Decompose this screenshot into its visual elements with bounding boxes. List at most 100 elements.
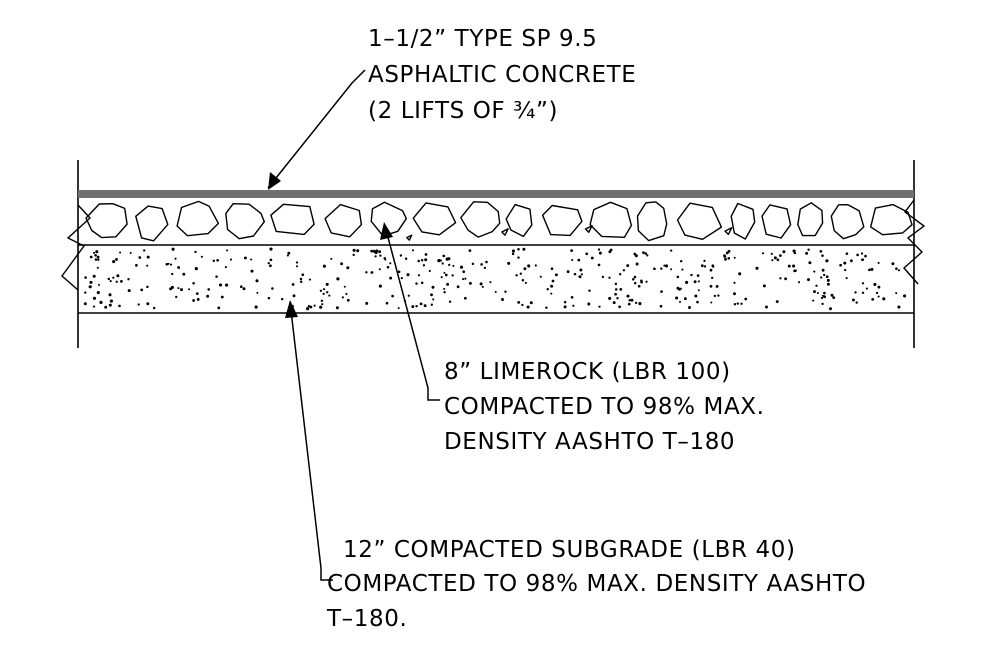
subgrade-stipple-dot xyxy=(843,261,847,265)
subgrade-stipple-dot xyxy=(254,305,258,309)
subgrade-stipple-dot xyxy=(761,252,765,255)
rock-hatch-shape xyxy=(830,203,865,240)
subgrade-stipple-dot xyxy=(733,303,737,306)
subgrade-stipple-dot xyxy=(271,287,274,290)
rock-hatch-shape xyxy=(85,202,128,239)
subgrade-stipple-dot xyxy=(521,278,525,282)
subgrade-stipple-dot xyxy=(443,287,446,290)
subgrade-stipple-dot xyxy=(88,285,92,289)
subgrade-stipple-dot xyxy=(733,281,736,284)
subgrade-stipple-dot xyxy=(590,256,594,260)
subgrade-stipple-dot xyxy=(829,307,832,311)
subgrade-stipple-dot xyxy=(725,251,729,255)
subgrade-stipple-dot xyxy=(813,290,816,294)
subgrade-stipple-dot xyxy=(861,282,865,285)
subgrade-stipple-dot xyxy=(400,276,403,280)
subgrade-stipple-dot xyxy=(127,289,131,293)
subgrade-stipple-dot xyxy=(632,278,635,281)
subgrade-stipple-dot xyxy=(805,251,809,255)
subgrade-stipple-dot xyxy=(738,272,742,276)
subgrade-stipple-dot xyxy=(440,276,443,279)
subgrade-stipple-dot xyxy=(619,273,622,276)
subgrade-stipple-dot xyxy=(140,288,144,292)
subgrade-stipple-dot xyxy=(511,252,515,256)
subgrade-stipple-dot xyxy=(170,285,174,289)
subgrade-stipple-dot xyxy=(825,275,829,279)
subgrade-stipple-dot xyxy=(352,248,356,252)
subgrade-stipple-dot xyxy=(292,294,296,298)
rock-hatch-shape xyxy=(676,202,723,241)
subgrade-stipple-dot xyxy=(877,285,881,289)
subgrade-stipple-dot xyxy=(404,257,408,261)
subgrade-stipple-dot xyxy=(195,292,199,295)
rock-chip-shape xyxy=(406,234,413,241)
subgrade-stipple-dot xyxy=(571,258,574,262)
subgrade-stipple-dot xyxy=(717,294,720,297)
subgrade-stipple-dot xyxy=(389,262,392,265)
subgrade-stipple-dot xyxy=(816,291,819,295)
subgrade-stipple-dot xyxy=(598,251,602,255)
subgrade-stipple-dot xyxy=(765,305,768,309)
right-break-line xyxy=(903,199,926,285)
subgrade-stipple-dot xyxy=(526,305,530,309)
subgrade-stipple-dot xyxy=(877,261,880,264)
subgrade-stipple-dot xyxy=(295,261,299,264)
subgrade-stipple-dot xyxy=(616,296,619,300)
subgrade-stipple-dot xyxy=(850,259,853,263)
subgrade-stipple-dot xyxy=(343,285,346,288)
subgrade-stipple-dot xyxy=(633,275,637,279)
subgrade-stipple-dot xyxy=(430,293,433,297)
subgrade-stipple-dot xyxy=(146,302,150,306)
rock-hatch-shape xyxy=(460,201,501,238)
subgrade-stipple-dot xyxy=(551,279,555,283)
rock-chip-shape xyxy=(501,228,509,236)
subgrade-stipple-dot xyxy=(118,304,121,308)
subgrade-label: 12” COMPACTED SUBGRADE (LBR 40) COMPACTE… xyxy=(326,537,866,632)
subgrade-stipple-dot xyxy=(895,267,898,270)
subgrade-stipple-dot xyxy=(200,255,203,258)
subgrade-stipple-dot xyxy=(250,269,254,273)
subgrade-stipple-dot xyxy=(397,307,400,310)
subgrade-stipple-dot xyxy=(578,275,582,279)
subgrade-stipple-dot xyxy=(630,298,634,302)
subgrade-stipple-dot xyxy=(855,301,858,304)
subgrade-stipple-dot xyxy=(175,295,178,299)
subgrade-stipple-dot xyxy=(415,304,418,308)
subgrade-stipple-dot xyxy=(678,300,682,303)
limerock-label: 8” LIMEROCK (LBR 100) COMPACTED TO 98% M… xyxy=(444,359,764,455)
subgrade-stipple-dot xyxy=(494,290,497,293)
subgrade-stipple-dot xyxy=(819,250,823,253)
subgrade-stipple-dot xyxy=(507,261,511,265)
subgrade-stipple-dot xyxy=(670,268,673,271)
subgrade-stipple-dot xyxy=(146,255,150,259)
subgrade-stipple-dot xyxy=(517,256,520,259)
subgrade-stipple-dot xyxy=(832,296,836,300)
subgrade-stipple-dot xyxy=(821,302,824,306)
subgrade-stipple-dot xyxy=(295,265,299,268)
subgrade-stipple-dot xyxy=(724,257,727,261)
limerock-leader xyxy=(380,222,440,401)
subgrade-stipple-dot xyxy=(267,296,271,300)
subgrade-stipple-dot xyxy=(255,279,259,283)
rock-hatch-shape xyxy=(505,203,533,238)
subgrade-stipple-dot xyxy=(727,256,731,260)
subgrade-stipple-dot xyxy=(341,296,344,299)
subgrade-stipple-dot xyxy=(640,280,643,284)
subgrade-label-line-2: COMPACTED TO 98% MAX. DENSITY AASHTO xyxy=(327,571,866,597)
subgrade-stipple-dot xyxy=(174,257,177,260)
subgrade-stipple-dot xyxy=(309,305,313,309)
subgrade-stipple-dot xyxy=(504,290,507,293)
subgrade-stipple-dot xyxy=(391,294,394,298)
subgrade-stipple-dot xyxy=(563,305,567,309)
subgrade-stipple-dot xyxy=(823,291,826,295)
subgrade-stipple-dot xyxy=(807,278,810,282)
subgrade-stipple-dot xyxy=(135,264,138,267)
subgrade-stipple-dot xyxy=(868,268,871,272)
subgrade-stipple-dot xyxy=(468,249,472,252)
subgrade-stipple-dot xyxy=(137,303,140,306)
subgrade-stipple-dot xyxy=(755,266,759,270)
subgrade-stipple-dot xyxy=(690,273,693,277)
subgrade-stipple-dot xyxy=(468,281,472,285)
subgrade-stipple-dot xyxy=(207,288,210,291)
subgrade-stipple-dot xyxy=(882,297,886,301)
